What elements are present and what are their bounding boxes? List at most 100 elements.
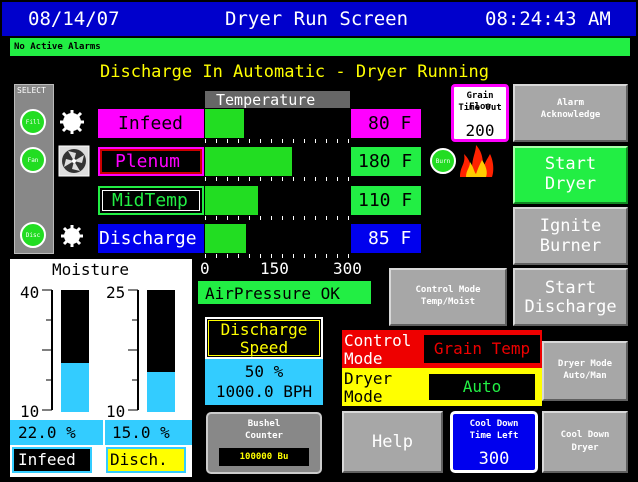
dryer-mode-btn-line1: Dryer Mode: [557, 359, 613, 369]
disch-moisture-gauge-fill: [147, 371, 175, 412]
tick-row-3: [205, 216, 350, 220]
start-discharge-line2: Discharge: [524, 297, 617, 317]
start-dryer-line2: Dryer: [544, 174, 597, 194]
discharge-speed-title-box: [205, 317, 323, 359]
infeed-temp-label: Infeed: [118, 113, 184, 134]
burner-indicator: Burn: [430, 148, 456, 174]
header-time: 08:24:43 AM: [485, 8, 611, 30]
flame-icon: [460, 145, 494, 177]
infeed-moisture-gauge-fill: [61, 363, 89, 412]
discharge-temp-bar-fill: [205, 224, 247, 253]
discharge-speed-bph: 1000.0 BPH: [215, 382, 313, 401]
discharge-temp-value-box: [351, 224, 421, 253]
infeed-moisture-gauge: [61, 290, 89, 412]
header-bar: [2, 2, 636, 36]
bushel-counter-value: 100000 Bu: [239, 452, 289, 462]
air-pressure-box: [198, 281, 371, 304]
infeed-temp-value: 80 F: [368, 113, 412, 134]
scale-max: 300: [333, 259, 362, 278]
infeed-temp-label-box: [98, 109, 204, 138]
midtemp-label-inner: [102, 190, 200, 211]
disc-select-button[interactable]: Disc: [20, 222, 46, 248]
cool-down-dryer-line1: Cool Down: [560, 430, 610, 440]
alarm-acknowledge-button[interactable]: [513, 84, 628, 142]
infeed-temp-bar: [205, 109, 350, 138]
tick-row-4: [205, 254, 350, 258]
grain-flow-title-line1: Grain Flow: [466, 91, 494, 112]
disch-moisture-label-box: [106, 447, 186, 473]
grain-flow-value: 200: [465, 121, 495, 140]
cool-down-dryer-line2: Dryer: [571, 443, 599, 453]
scale-mid: 150: [260, 259, 289, 278]
help-button[interactable]: [342, 411, 443, 473]
screen-title: Dryer Run Screen: [225, 8, 409, 30]
plenum-temp-label-inner: [100, 149, 202, 174]
fill-select-button[interactable]: Fill: [20, 109, 46, 135]
midtemp-value: 110 F: [358, 190, 413, 211]
moisture-title: Moisture: [52, 260, 130, 279]
scale-min: 0: [200, 259, 210, 278]
alarm-ack-line2: Acknowledge: [540, 110, 601, 120]
discharge-temp-label: Discharge: [99, 228, 197, 249]
control-mode-button[interactable]: [389, 268, 507, 326]
control-mode-btn-line1: Control Mode: [415, 285, 481, 295]
tick-row-1: [205, 139, 350, 143]
infeed-moisture-value-box: [10, 420, 103, 445]
help-label: Help: [372, 432, 413, 452]
disch-moisture-label: Disch.: [110, 450, 168, 469]
grain-flow-panel: [451, 84, 509, 142]
plenum-temp-bar: [205, 147, 350, 176]
dryer-mode-button[interactable]: [542, 341, 628, 401]
bushel-counter-title-line2: Counter: [245, 431, 283, 441]
discharge-temp-label-box: [98, 224, 204, 253]
midtemp-bar: [205, 186, 350, 215]
control-mode-value: Grain Temp: [433, 339, 531, 358]
start-discharge-button[interactable]: [513, 268, 628, 326]
midtemp-label: MidTemp: [112, 190, 188, 211]
infeed-moisture-label: Infeed: [18, 450, 76, 469]
control-mode-label-line2: Mode: [344, 349, 383, 368]
discharge-speed-title-line2: Speed: [239, 338, 289, 357]
start-dryer-button[interactable]: [513, 146, 628, 204]
ignite-burner-line1: Ignite: [539, 216, 602, 236]
midtemp-value-box: [351, 186, 421, 215]
alarm-ack-line1: Alarm: [556, 98, 585, 108]
discharge-speed-title-line1: Discharge: [220, 320, 308, 339]
cool-down-panel: [450, 411, 538, 473]
infeed-moisture-top: 40: [20, 283, 40, 302]
disch-moisture-value-box: [105, 420, 192, 445]
infeed-temp-value-box: [351, 109, 421, 138]
discharge-speed-value-box: [205, 359, 323, 405]
plenum-temp-label: Plenum: [115, 151, 181, 172]
alarm-status-bar: [10, 38, 630, 56]
cool-down-title-line2: Time Left: [469, 431, 519, 441]
discharge-auger-icon: [61, 225, 83, 247]
dryer-mode-value: Auto: [462, 377, 502, 396]
ignite-burner-line2: Burner: [539, 236, 602, 256]
control-mode-btn-line2: Temp/Moist: [420, 297, 476, 307]
discharge-temp-value: 85 F: [368, 228, 412, 249]
temperature-title: Temperature: [216, 91, 316, 109]
infeed-moisture-value: 22.0 %: [18, 423, 76, 442]
infeed-temp-bar-fill: [205, 109, 244, 138]
fan-icon: [58, 145, 90, 177]
disch-moisture-bottom: 10: [106, 402, 126, 421]
cool-down-value: 300: [478, 449, 510, 469]
fan-select-button[interactable]: Fan: [20, 147, 46, 173]
control-mode-value-box: [424, 335, 540, 363]
plenum-temp-value: 180 F: [358, 151, 413, 172]
alarm-status-text: No Active Alarms: [14, 42, 101, 52]
plenum-temp-bar-fill: [205, 147, 292, 176]
infeed-moisture-label-box: [12, 447, 92, 473]
cool-down-title-line1: Cool Down: [469, 419, 519, 429]
ignite-burner-button[interactable]: [513, 207, 628, 265]
dryer-mode-label-line1: Dryer: [344, 369, 393, 388]
dryer-mode-label-line2: Mode: [344, 387, 383, 406]
select-label: SELECT: [17, 86, 46, 95]
header-date: 08/14/07: [28, 8, 120, 30]
disch-moisture-top: 25: [106, 283, 126, 302]
cool-down-dryer-button[interactable]: [542, 411, 628, 473]
grain-flow-title-line2: Time Out: [458, 103, 502, 113]
dryer-mode-value-box: [429, 374, 535, 400]
dryer-mode-btn-line2: Auto/Man: [563, 371, 607, 381]
